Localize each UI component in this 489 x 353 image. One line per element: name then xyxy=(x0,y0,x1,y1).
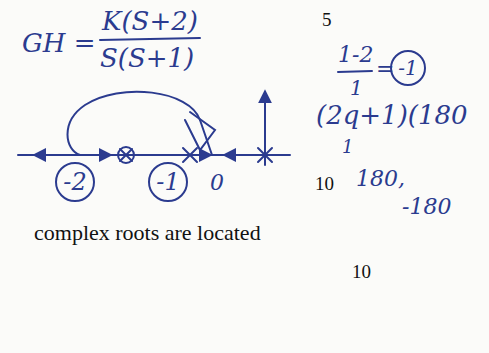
handwritten-note: 5 xyxy=(322,10,332,29)
locus-arrow xyxy=(225,154,255,156)
handwritten-note: GH = xyxy=(22,30,96,56)
handwritten-note: (2q+1)(180 xyxy=(316,102,468,128)
locus-arrow xyxy=(185,154,210,156)
handwritten-note: 1 xyxy=(350,78,363,98)
zero-marker xyxy=(120,149,132,161)
circled-value: -1 xyxy=(147,161,189,203)
fraction-bar xyxy=(338,71,372,72)
scribble xyxy=(185,112,215,150)
handwritten-note: 10 xyxy=(352,262,371,281)
circled-number: -1 xyxy=(156,168,179,196)
handwritten-note: K(S+2) xyxy=(102,8,198,34)
handwritten-note: 10 xyxy=(315,174,334,193)
handwritten-note: 0 xyxy=(210,172,224,194)
handwritten-note: -180 xyxy=(402,196,451,218)
circled-number: -1 xyxy=(398,56,417,80)
locus-arrow xyxy=(35,154,60,156)
handwritten-note: 180, xyxy=(356,168,405,190)
handwritten-note: 1-2 xyxy=(338,44,373,66)
circled-value: -2 xyxy=(54,161,96,203)
pole-marker xyxy=(258,148,272,162)
handwritten-note: S(S+1) xyxy=(100,45,194,71)
circled-number: -2 xyxy=(63,168,86,196)
real-axis xyxy=(18,154,290,156)
circle-outline xyxy=(391,51,425,85)
fraction-bar xyxy=(100,38,200,40)
handwritten-note: 1 xyxy=(342,138,353,156)
locus-arrow xyxy=(80,154,110,156)
circle-outline xyxy=(56,163,94,201)
zero-marker xyxy=(118,147,134,163)
handwritten-note: complex roots are located xyxy=(34,222,261,244)
circled-value: -1 xyxy=(389,49,427,87)
locus-branch xyxy=(68,92,201,155)
circle-outline xyxy=(149,163,187,201)
